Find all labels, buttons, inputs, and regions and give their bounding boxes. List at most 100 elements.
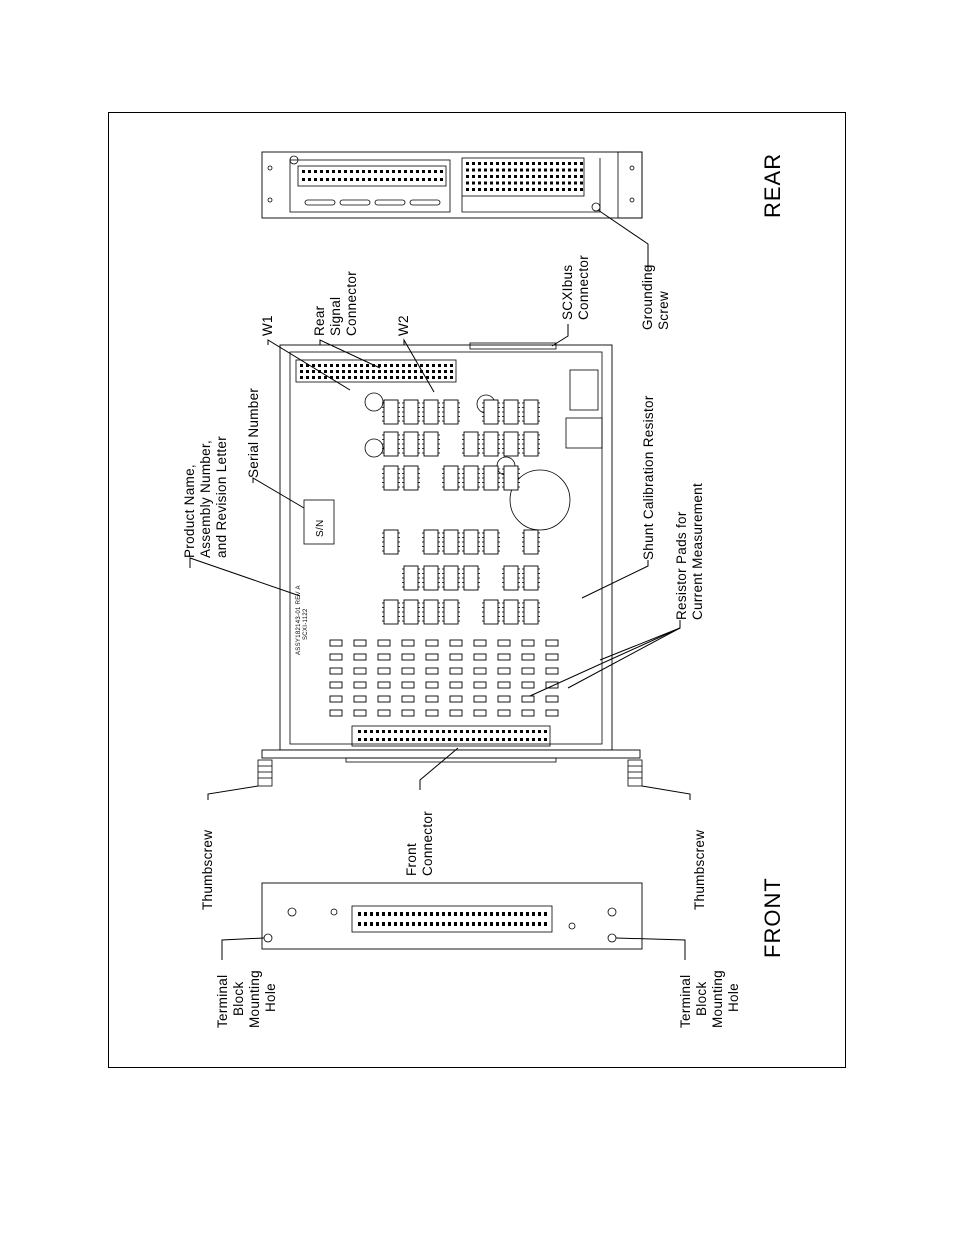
resistor-component	[425, 667, 439, 675]
connector-pin	[350, 178, 353, 181]
connector-pin	[384, 364, 387, 367]
connector-pin	[532, 162, 535, 165]
connector-pin	[442, 922, 445, 926]
connector-pin	[490, 730, 493, 733]
rear-slots	[304, 199, 441, 206]
connector-pin	[416, 170, 419, 173]
connector-pin	[508, 912, 511, 916]
leader-lines	[189, 209, 691, 960]
connector-pin	[410, 170, 413, 173]
connector-pin	[520, 730, 523, 733]
connector-pin	[404, 170, 407, 173]
resistor-component	[497, 639, 511, 647]
connector-pin	[520, 181, 523, 185]
ic-chip	[523, 431, 539, 457]
ic-chip	[503, 465, 519, 491]
ic-chip	[523, 399, 539, 425]
ic-chip	[423, 431, 439, 457]
connector-pin	[332, 178, 335, 181]
connector-pin	[358, 738, 361, 741]
resistor-component	[497, 667, 511, 675]
connector-pin	[364, 730, 367, 733]
connector-pin	[448, 730, 451, 733]
connector-pin	[404, 178, 407, 181]
resistor-component	[521, 695, 535, 703]
svg-text:Block: Block	[694, 981, 709, 1016]
connector-pin	[472, 181, 475, 185]
connector-pin	[538, 168, 541, 172]
connector-pin	[444, 370, 447, 373]
connector-pin	[360, 370, 363, 373]
connector-pin	[368, 170, 371, 173]
connector-pin	[544, 912, 547, 916]
connector-pin	[406, 738, 409, 741]
model-text: SCXI-1122	[303, 608, 309, 640]
connector-pin	[472, 730, 475, 733]
ic-chip	[503, 599, 519, 625]
resistor-component	[425, 653, 439, 661]
connector-pin	[460, 738, 463, 741]
connector-pin	[538, 738, 541, 741]
connector-pin	[478, 188, 481, 191]
ic-chip	[483, 399, 499, 425]
ic-chip	[423, 599, 439, 625]
connector-pin	[484, 912, 487, 916]
connector-pin	[562, 181, 565, 185]
connector-pin	[478, 181, 481, 185]
connector-pin	[490, 912, 493, 916]
ic-chip	[403, 399, 419, 425]
connector-pin	[568, 175, 571, 178]
connector-pin	[514, 730, 517, 733]
resistor-component	[473, 653, 487, 661]
connector-pin	[382, 912, 385, 916]
serial-number-box	[303, 499, 335, 545]
connector-pin	[330, 370, 333, 373]
ic-chip	[443, 599, 459, 625]
connector-pin	[508, 168, 511, 172]
connector-pin	[374, 170, 377, 173]
connector-pin	[454, 730, 457, 733]
resistor-component	[473, 709, 487, 717]
connector-pin	[508, 730, 511, 733]
connector-pin	[306, 376, 309, 379]
connector-pin	[434, 178, 437, 181]
connector-pin	[538, 912, 541, 916]
connector-pin	[514, 188, 517, 191]
connector-pin	[370, 738, 373, 741]
connector-pin	[386, 170, 389, 173]
ic-chip	[423, 529, 439, 555]
resistor-component	[377, 709, 391, 717]
connector-pin	[442, 738, 445, 741]
connector-pin	[436, 730, 439, 733]
figure-frame	[108, 112, 846, 1068]
connector-pin	[544, 188, 547, 191]
product-name-label: Product Name,	[182, 464, 197, 558]
serial-number-text: S/N	[315, 519, 326, 537]
rear-signal-connector-label: Rear	[312, 305, 327, 336]
connector-pin	[366, 364, 369, 367]
connector-pin	[366, 370, 369, 373]
connector-pin	[544, 181, 547, 185]
connector-pin	[372, 370, 375, 373]
connector-pin	[526, 168, 529, 172]
connector-pin	[538, 188, 541, 191]
connector-pin	[508, 181, 511, 185]
thumbscrew-bottom-icon	[627, 759, 643, 787]
connector-pin	[502, 922, 505, 926]
connector-pin	[550, 188, 553, 191]
resistor-component	[353, 667, 367, 675]
thumbscrew-top-label: Thumbscrew	[200, 830, 215, 910]
connector-pin	[460, 922, 463, 926]
resistor-component	[377, 639, 391, 647]
ic-chip	[503, 399, 519, 425]
connector-pin	[364, 922, 367, 926]
connector-pin	[556, 162, 559, 165]
resistor-component	[449, 695, 463, 703]
connector-pin	[562, 168, 565, 172]
connector-pin	[402, 376, 405, 379]
resistor-component	[377, 695, 391, 703]
connector-pin	[496, 922, 499, 926]
connector-pin	[544, 168, 547, 172]
connector-pin	[520, 162, 523, 165]
connector-pin	[532, 912, 535, 916]
